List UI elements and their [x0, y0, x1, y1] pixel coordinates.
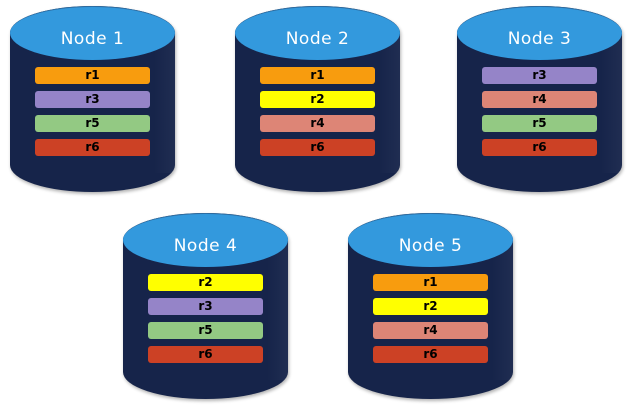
- replica-bar[interactable]: r3: [35, 91, 150, 108]
- node-cylinder-top: [348, 213, 513, 267]
- node-cylinder-top: [457, 6, 622, 60]
- replica-bar[interactable]: r1: [260, 67, 375, 84]
- replica-bar[interactable]: r2: [148, 274, 263, 291]
- node-title: Node 1: [60, 29, 125, 49]
- replica-list: r2 r3 r5 r6: [123, 274, 288, 363]
- replica-bar[interactable]: r6: [373, 346, 488, 363]
- node-4[interactable]: Node 4 r2 r3 r5 r6: [123, 213, 288, 399]
- replica-bar[interactable]: r3: [148, 298, 263, 315]
- node-title: Node 3: [507, 29, 572, 49]
- replica-bar[interactable]: r3: [482, 67, 597, 84]
- replica-list: r1 r2 r4 r6: [348, 274, 513, 363]
- replica-list: r1 r3 r5 r6: [10, 67, 175, 156]
- replica-bar[interactable]: r5: [35, 115, 150, 132]
- replica-bar[interactable]: r6: [148, 346, 263, 363]
- node-cylinder-top: [10, 6, 175, 60]
- replica-bar[interactable]: r4: [482, 91, 597, 108]
- node-5[interactable]: Node 5 r1 r2 r4 r6: [348, 213, 513, 399]
- replica-bar[interactable]: r6: [35, 139, 150, 156]
- replica-bar[interactable]: r1: [373, 274, 488, 291]
- replica-bar[interactable]: r2: [373, 298, 488, 315]
- replica-list: r3 r4 r5 r6: [457, 67, 622, 156]
- replica-bar[interactable]: r4: [260, 115, 375, 132]
- node-title: Node 5: [398, 236, 463, 256]
- node-title: Node 4: [173, 236, 238, 256]
- node-cylinder-top: [235, 6, 400, 60]
- replica-bar[interactable]: r6: [482, 139, 597, 156]
- replica-bar[interactable]: r5: [482, 115, 597, 132]
- node-2[interactable]: Node 2 r1 r2 r4 r6: [235, 6, 400, 192]
- replica-bar[interactable]: r2: [260, 91, 375, 108]
- replica-bar[interactable]: r1: [35, 67, 150, 84]
- replica-list: r1 r2 r4 r6: [235, 67, 400, 156]
- node-title: Node 2: [285, 29, 350, 49]
- node-3[interactable]: Node 3 r3 r4 r5 r6: [457, 6, 622, 192]
- node-1[interactable]: Node 1 r1 r3 r5 r6: [10, 6, 175, 192]
- replica-bar[interactable]: r5: [148, 322, 263, 339]
- replica-bar[interactable]: r6: [260, 139, 375, 156]
- node-cylinder-top: [123, 213, 288, 267]
- replica-bar[interactable]: r4: [373, 322, 488, 339]
